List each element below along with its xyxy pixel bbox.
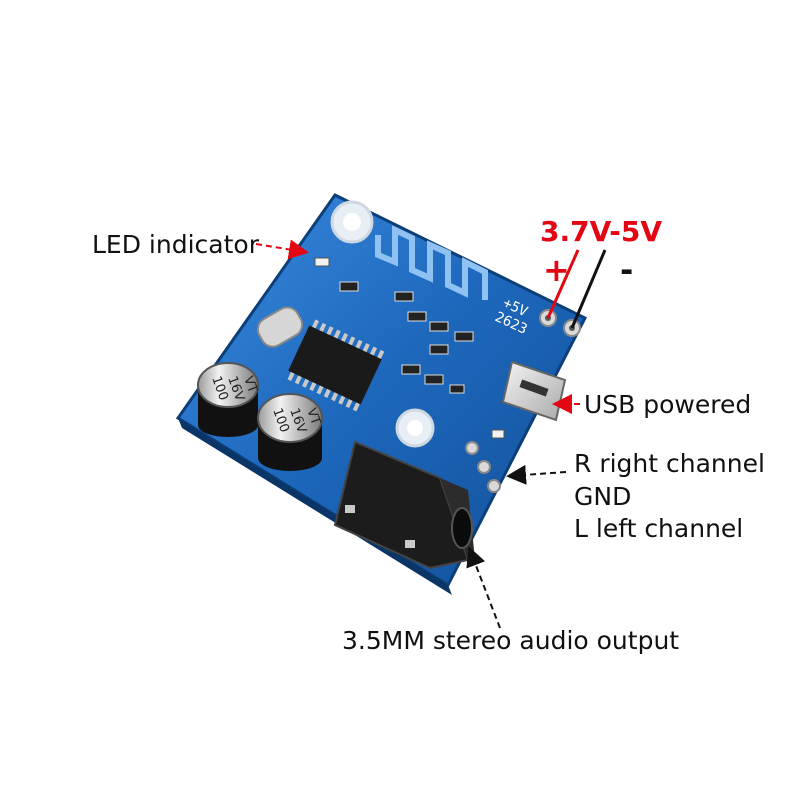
power-wires xyxy=(546,249,607,329)
smd-components xyxy=(314,257,505,439)
antenna-trace xyxy=(375,225,488,300)
cap-left-brand: VT xyxy=(240,374,260,395)
led-indicator-label: LED indicator xyxy=(92,230,259,259)
mounting-hole xyxy=(395,408,435,448)
voltage-label: 3.7V-5V xyxy=(540,215,663,248)
led-indicator-chip xyxy=(314,257,330,267)
usb-powered-label: USB powered xyxy=(584,390,752,419)
r-right-channel-label: R right channel xyxy=(574,449,765,478)
mounting-hole xyxy=(330,200,374,244)
capacitor-right: 100 16V VT xyxy=(257,393,323,471)
main-chip xyxy=(287,319,385,412)
gnd-label: GND xyxy=(574,482,632,511)
usb-connector xyxy=(501,360,567,422)
crystal-oscillator xyxy=(256,306,304,348)
plus-label: + xyxy=(543,251,570,289)
minus-label: - xyxy=(620,251,634,289)
audio-jack xyxy=(333,440,475,570)
audio-output-arrow xyxy=(466,546,501,629)
led-indicator-arrow xyxy=(255,239,309,260)
l-left-channel-label: L left channel xyxy=(574,514,744,543)
audio-output-label: 3.5MM stereo audio output xyxy=(342,626,680,655)
channel-arrow xyxy=(506,464,567,485)
audio-pads xyxy=(465,441,501,493)
cap-right-brand: VT xyxy=(303,406,323,427)
capacitor-left: 100 16V VT xyxy=(197,362,260,437)
